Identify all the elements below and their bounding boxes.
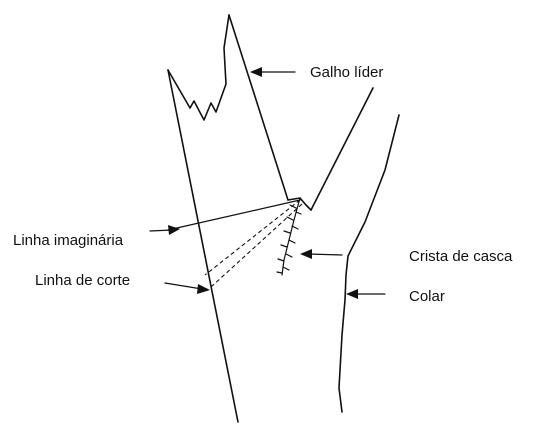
trunk-outline [167, 14, 289, 423]
collar-outline [338, 114, 400, 413]
arrow-collar [346, 289, 386, 299]
broken-top-jagged-edge [167, 14, 230, 121]
arrow-leader-branch [250, 67, 296, 77]
label-cut-line: Linha de corte [35, 272, 130, 289]
label-collar: Colar [409, 288, 445, 305]
branch-upper-edge [287, 197, 312, 211]
collar-edge [338, 114, 400, 413]
bark-ridge-marks [276, 197, 302, 276]
arrow-bark-ridge [300, 249, 343, 259]
arrow-cut-line [164, 282, 210, 294]
cut-line-dashed-2 [210, 203, 303, 288]
trunk-right-edge [228, 14, 289, 201]
label-leader-branch: Galho líder [310, 64, 383, 81]
trunk-left-edge [167, 69, 239, 423]
imaginary-line [167, 199, 301, 231]
arrow-imaginary-line [149, 225, 180, 235]
cut-line-dashed-1 [204, 199, 301, 276]
branch-lower-edge [310, 87, 374, 211]
bark-ridge-feathers [276, 204, 302, 274]
cut-lines [167, 199, 303, 288]
bark-ridge-stem [281, 197, 301, 276]
label-imaginary-line: Linha imaginária [13, 232, 124, 249]
arrows [149, 67, 386, 299]
leader-branch [287, 87, 374, 211]
label-bark-ridge: Crista de casca [409, 248, 513, 265]
